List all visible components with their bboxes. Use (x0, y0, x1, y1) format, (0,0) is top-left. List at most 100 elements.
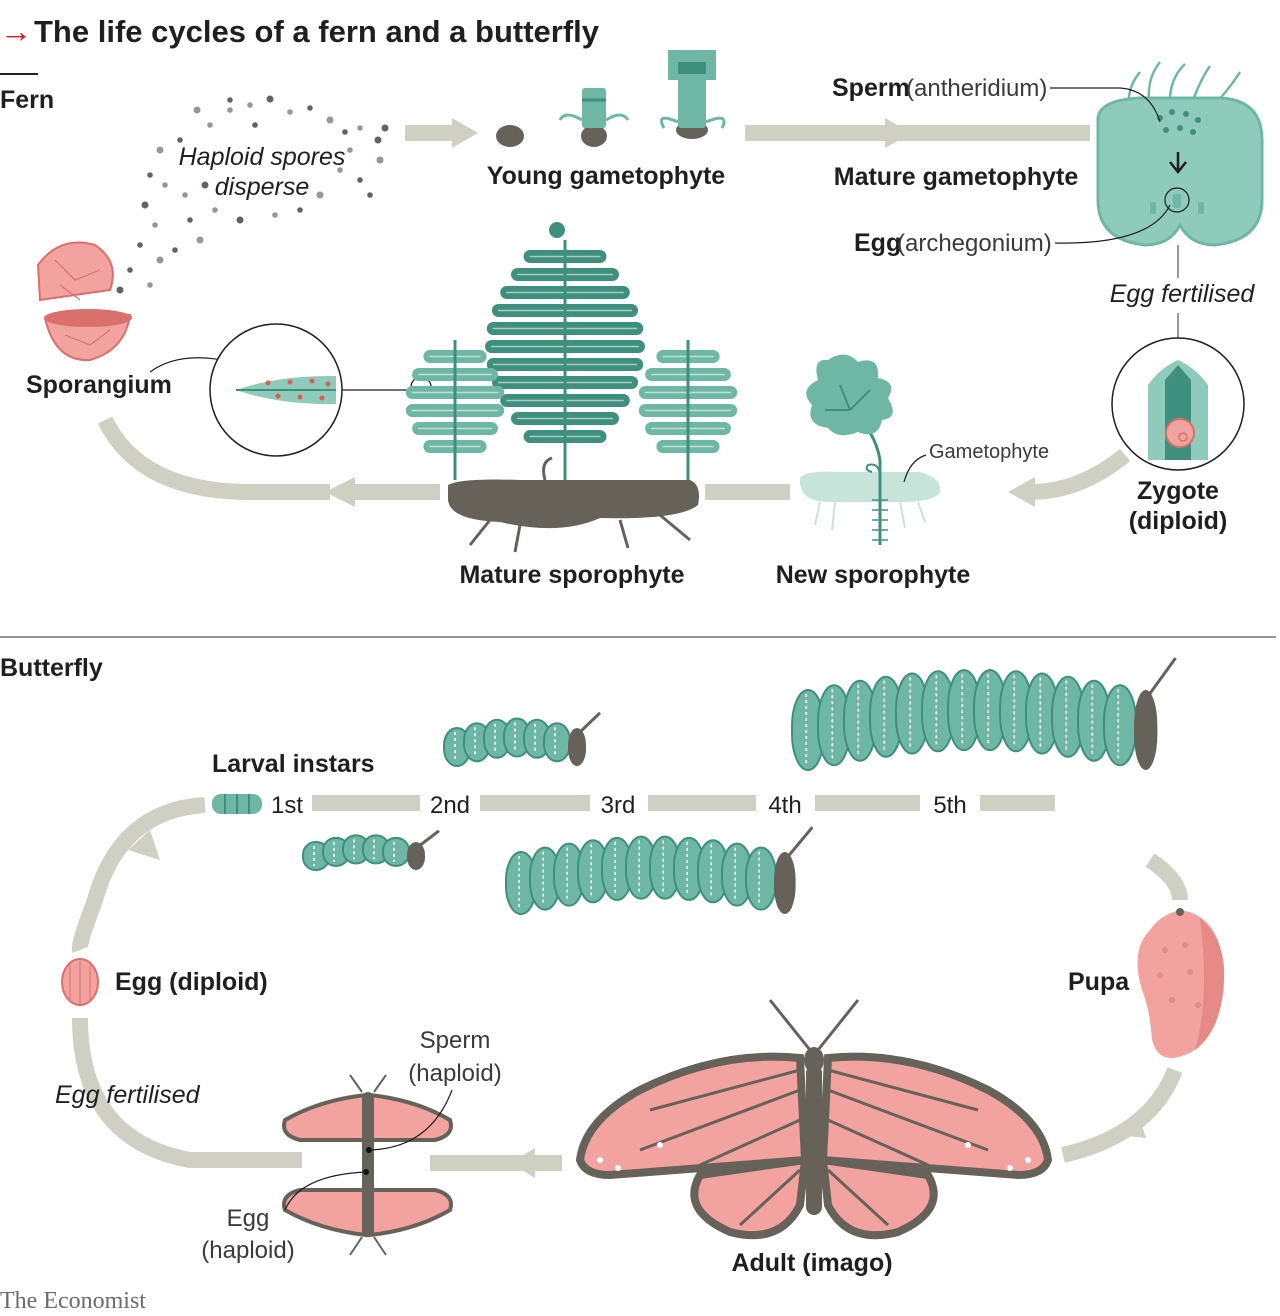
spore-dot (201, 181, 209, 189)
butterfly-egg-fertilised-label: Egg fertilised (55, 1081, 201, 1109)
caterpillar-segment (745, 846, 777, 911)
spore-dot (137, 242, 143, 248)
spore-dot (127, 267, 133, 273)
arrowhead-icon (325, 477, 355, 507)
spore-dot (193, 106, 201, 114)
header-arrow-icon: → (0, 13, 32, 49)
sperm-haploid-line2: (haploid) (408, 1060, 501, 1087)
spore-dot (347, 147, 353, 153)
spore-dot (326, 116, 334, 124)
fern-cycle-arrows (97, 125, 1131, 500)
young-gametophyte-label: Young gametophyte (487, 162, 726, 190)
egg-diploid-illustration (61, 958, 99, 1006)
caterpillar (505, 826, 814, 915)
spore-dot (342, 129, 348, 135)
source-credit: The Economist (0, 1288, 146, 1314)
spore-dot (357, 125, 363, 131)
arrow-fertilised-to-egg (72, 1017, 302, 1168)
fern-fronds (405, 222, 738, 480)
spores-label-line1: Haploid spores (179, 143, 346, 171)
mature-gametophyte-label: Mature gametophyte (834, 163, 1079, 191)
spore-dot (207, 122, 213, 128)
sporangium-label: Sporangium (26, 371, 172, 399)
spore-dot (152, 222, 158, 228)
mature-sporophyte-illustration (405, 222, 738, 553)
gametophyte-small-label: Gametophyte (929, 441, 1049, 463)
larval-instars-label: Larval instars (212, 750, 375, 778)
caterpillar-head (774, 852, 796, 914)
caterpillar-segment (543, 722, 571, 763)
spore-dot (381, 124, 389, 132)
mature-gametophyte-illustration (1096, 61, 1264, 247)
arrowhead-icon (885, 118, 912, 148)
spore-dot (316, 191, 324, 199)
zygote-label-line1: Zygote (1137, 477, 1219, 505)
spore-dot (156, 146, 164, 154)
arrow-egg-to-larva (71, 797, 206, 953)
pinna-zoom-circle (209, 323, 343, 457)
spore-dot (147, 282, 153, 288)
instar-label-2nd: 2nd (430, 792, 470, 819)
instar-label-1st: 1st (271, 792, 303, 819)
spore-dot (367, 192, 373, 198)
zygote-label-line2: (diploid) (1129, 507, 1228, 535)
spore-dot (227, 97, 233, 103)
spore-dot (227, 107, 233, 113)
spore-dot (187, 217, 193, 223)
egg-leader-line (284, 1171, 367, 1211)
egg-archegonium-label: (archegonium) (897, 230, 1052, 257)
spore-dot (374, 136, 382, 144)
spore-dot (141, 201, 149, 209)
caterpillar (443, 711, 602, 767)
arrow-loop-left (97, 416, 330, 500)
spore-dot (177, 137, 183, 143)
caterpillar-segment (382, 836, 410, 867)
caterpillar-antenna (1148, 657, 1177, 695)
egg-haploid-line1: Egg (227, 1205, 270, 1232)
sperm-leader-line (1050, 87, 1161, 123)
spore-dot (147, 172, 153, 178)
egg-leader-line (1054, 204, 1171, 244)
sperm-leader-line (369, 1089, 453, 1151)
instar-label-5th: 5th (933, 792, 966, 819)
adult-butterfly-illustration (575, 999, 1053, 1240)
young-gametophyte-illustration (496, 50, 726, 147)
zygote-illustration (1111, 337, 1245, 471)
spore-dot (182, 192, 188, 198)
pupa-illustration (1137, 908, 1225, 1058)
caterpillar-antenna (787, 826, 814, 857)
arrow-zygote-to-new (1029, 448, 1131, 500)
instar-label-3rd: 3rd (601, 792, 636, 819)
mature-sporophyte-label: Mature sporophyte (459, 561, 684, 589)
spore-dot (287, 109, 293, 115)
gametophyte-leader-line (903, 454, 927, 483)
caterpillar-antenna (578, 711, 602, 734)
pupa-label: Pupa (1068, 968, 1130, 996)
spore-dots (116, 95, 389, 294)
spore-dot (162, 182, 168, 188)
butterfly-section-label: Butterfly (0, 654, 103, 682)
spore-dot (266, 95, 274, 103)
spore-dot (272, 212, 278, 218)
caterpillar (302, 829, 440, 871)
egg-label: Egg (854, 229, 901, 257)
spore-dot (116, 286, 124, 294)
fern-section-label: Fern (0, 86, 54, 114)
spores-label-line2: disperse (215, 173, 310, 201)
spore-dot (212, 207, 218, 213)
spore-dot (196, 236, 204, 244)
down-arrow-icon (1169, 152, 1187, 175)
butterfly-arrow-heads (128, 830, 1146, 1178)
spore-dot (357, 177, 363, 183)
instar-label-4th: 4th (768, 792, 801, 819)
spore-dot (247, 102, 253, 108)
first-instar-larva (212, 794, 262, 814)
arrowhead-icon (1008, 477, 1035, 507)
spore-dot (297, 207, 303, 213)
page-title: The life cycles of a fern and a butterfl… (34, 14, 600, 49)
caterpillar-head (568, 728, 586, 766)
arrowhead-icon (510, 1148, 535, 1178)
caterpillar-segment (1103, 684, 1137, 767)
new-sporophyte-label: New sporophyte (776, 561, 971, 589)
egg-fertilised-label: Egg fertilised (1110, 280, 1256, 308)
